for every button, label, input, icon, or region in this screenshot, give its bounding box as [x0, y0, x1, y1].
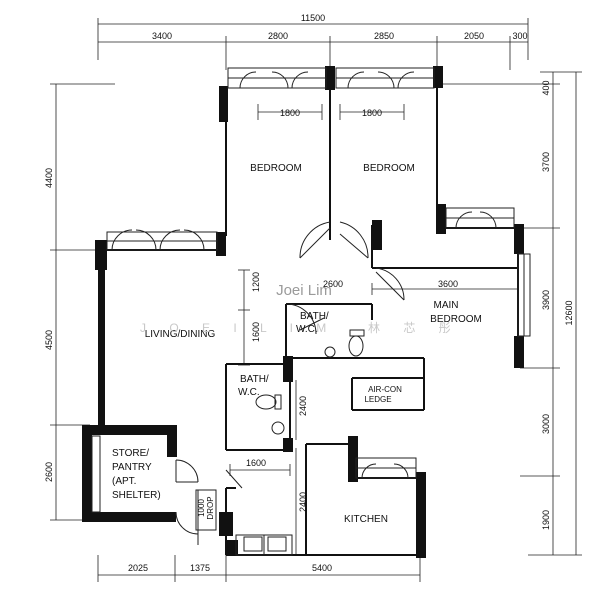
room-labels: BEDROOM BEDROOM MAIN BEDROOM LIVING/DINI…: [112, 163, 482, 525]
room-living-dining: LIVING/DINING: [145, 329, 216, 340]
dim-interior: 2400: [298, 492, 308, 512]
dim-right-total: 12600: [564, 300, 574, 325]
dim-right: 3700: [541, 152, 551, 172]
room-main-bedroom: BEDROOM: [430, 314, 482, 325]
dim-top-segment: 2050: [464, 31, 484, 41]
dim-interior: 2400: [298, 396, 308, 416]
room-store-pantry: SHELTER): [112, 490, 161, 501]
dim-interior: 3600: [438, 279, 458, 289]
dim-window-width: 1800: [280, 108, 300, 118]
dim-bottom: 5400: [312, 563, 332, 573]
room-bath-2: W.C.: [238, 387, 260, 398]
room-store-pantry: STORE/: [112, 448, 149, 459]
watermark-chinese: 林 芯 彤: [368, 321, 461, 335]
dim-right: 1900: [541, 510, 551, 530]
dim-interior: 1200: [251, 272, 261, 292]
dim-interior: 2600: [323, 279, 343, 289]
dim-right: 400: [541, 80, 551, 95]
watermark: Joei Lim J O E I L I M 林 芯 彤: [140, 282, 461, 335]
dimension-lines: [50, 18, 582, 582]
room-main-bedroom: MAIN: [434, 300, 459, 311]
fixtures: [225, 329, 365, 552]
dim-top-segment: 2800: [268, 31, 288, 41]
room-kitchen: KITCHEN: [344, 514, 388, 525]
dim-top-segment: 3400: [152, 31, 172, 41]
dim-top-segment: 2850: [374, 31, 394, 41]
dim-drop: 1000: [197, 499, 206, 517]
dim-top-total: 11500: [301, 13, 325, 23]
room-aircon-ledge: AIR-CON: [368, 385, 402, 394]
doors: [175, 221, 405, 545]
dim-bottom: 1375: [190, 563, 210, 573]
watermark-faint: J O E I L I M: [140, 321, 336, 335]
drop-label: DROP: [206, 496, 215, 519]
dim-bottom: 2025: [128, 563, 148, 573]
windows: [91, 67, 531, 556]
room-bedroom-2: BEDROOM: [363, 163, 415, 174]
dim-right: 3900: [541, 290, 551, 310]
room-bedroom-1: BEDROOM: [250, 163, 302, 174]
room-store-pantry: (APT.: [112, 476, 136, 487]
dim-interior: 1600: [251, 322, 261, 342]
dimension-labels: 11500 3400 2800 2850 2050 300 1800 1800 …: [44, 13, 574, 573]
structural-columns: [82, 66, 524, 558]
dim-left: 2600: [44, 462, 54, 482]
dim-left: 4500: [44, 330, 54, 350]
dim-left: 4400: [44, 168, 54, 188]
watermark-name: Joei Lim: [276, 282, 332, 299]
room-bath-1: BATH/: [300, 311, 329, 322]
room-bath-2: BATH/: [240, 374, 269, 385]
dim-right: 3000: [541, 414, 551, 434]
dim-interior: 1600: [246, 458, 266, 468]
room-bath-1: W.C.: [296, 324, 318, 335]
dim-top-segment: 300: [512, 31, 527, 41]
dim-window-width: 1800: [362, 108, 382, 118]
room-store-pantry: PANTRY: [112, 462, 152, 473]
room-aircon-ledge: LEDGE: [364, 395, 391, 404]
